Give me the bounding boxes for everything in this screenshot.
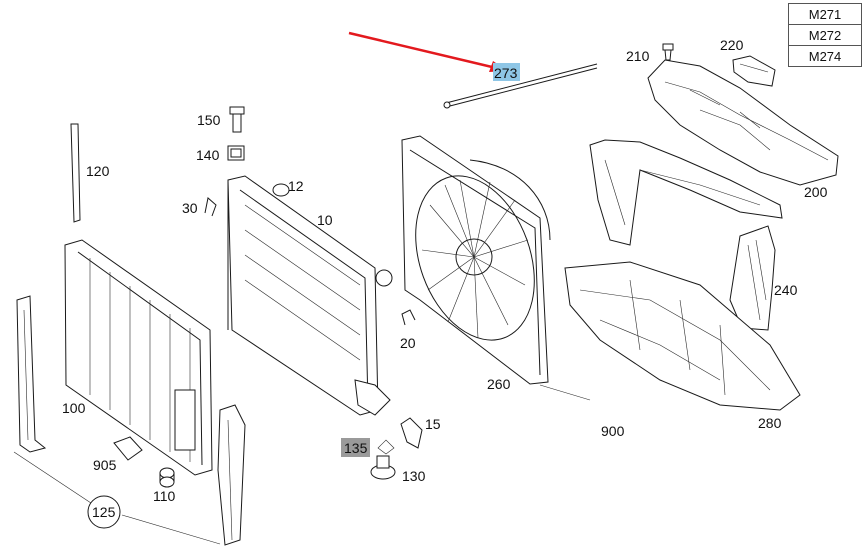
part-210-clip[interactable] bbox=[662, 43, 674, 61]
label-135-highlight bbox=[341, 438, 370, 457]
label-273[interactable]: 273 bbox=[494, 65, 518, 81]
label-15[interactable]: 15 bbox=[425, 416, 441, 432]
part-left-bracket[interactable] bbox=[16, 295, 47, 453]
red-arrow bbox=[348, 31, 508, 72]
part-upper-guide[interactable] bbox=[589, 139, 783, 246]
label-273-highlight bbox=[493, 63, 520, 81]
part-905-bracket[interactable] bbox=[113, 436, 143, 461]
label-240[interactable]: 240 bbox=[774, 282, 798, 298]
label-220[interactable]: 220 bbox=[720, 37, 744, 53]
label-260[interactable]: 260 bbox=[487, 376, 511, 392]
label-20[interactable]: 20 bbox=[400, 335, 416, 351]
label-900[interactable]: 900 bbox=[601, 423, 625, 439]
label-905[interactable]: 905 bbox=[93, 457, 117, 473]
part-125-reference bbox=[13, 451, 221, 545]
part-130-cap[interactable] bbox=[370, 455, 396, 480]
part-110-fitting[interactable] bbox=[159, 467, 175, 488]
label-280[interactable]: 280 bbox=[758, 415, 782, 431]
part-200-upper-cover[interactable] bbox=[647, 59, 839, 186]
part-lower-bracket[interactable] bbox=[217, 404, 246, 546]
variant-m271[interactable]: M271 bbox=[788, 3, 862, 25]
variant-m274[interactable]: M274 bbox=[788, 45, 862, 67]
part-120-dipstick[interactable] bbox=[70, 123, 81, 223]
part-20-clip[interactable] bbox=[401, 309, 416, 326]
part-140-bushing[interactable] bbox=[227, 145, 245, 161]
label-135[interactable]: 135 bbox=[344, 440, 368, 456]
variant-m272[interactable]: M272 bbox=[788, 24, 862, 46]
label-200[interactable]: 200 bbox=[804, 184, 828, 200]
part-260-fan-shroud[interactable] bbox=[394, 135, 556, 385]
label-210[interactable]: 210 bbox=[626, 48, 650, 64]
part-10-radiator[interactable] bbox=[227, 175, 393, 416]
label-120[interactable]: 120 bbox=[86, 163, 110, 179]
part-12-oring[interactable] bbox=[272, 183, 290, 197]
part-240-side-shroud[interactable] bbox=[729, 225, 776, 331]
label-110[interactable]: 110 bbox=[153, 488, 176, 504]
part-15-sensor[interactable] bbox=[400, 417, 423, 449]
label-12[interactable]: 12 bbox=[288, 178, 304, 194]
part-220-seal[interactable] bbox=[732, 55, 776, 87]
part-100-condenser[interactable] bbox=[64, 239, 213, 476]
label-130[interactable]: 130 bbox=[402, 468, 426, 484]
part-900-280-air-duct[interactable] bbox=[564, 261, 801, 411]
label-140[interactable]: 140 bbox=[196, 147, 220, 163]
engine-variant-table: M271 M272 M274 bbox=[788, 3, 862, 67]
label-10[interactable]: 10 bbox=[317, 212, 333, 228]
label-30[interactable]: 30 bbox=[182, 200, 198, 216]
part-273-cable[interactable] bbox=[443, 63, 598, 109]
label-150[interactable]: 150 bbox=[197, 112, 221, 128]
label-125[interactable]: 125 bbox=[92, 504, 116, 520]
label-100[interactable]: 100 bbox=[62, 400, 86, 416]
part-150-screw[interactable] bbox=[229, 106, 245, 133]
part-30-clip[interactable] bbox=[204, 197, 217, 217]
